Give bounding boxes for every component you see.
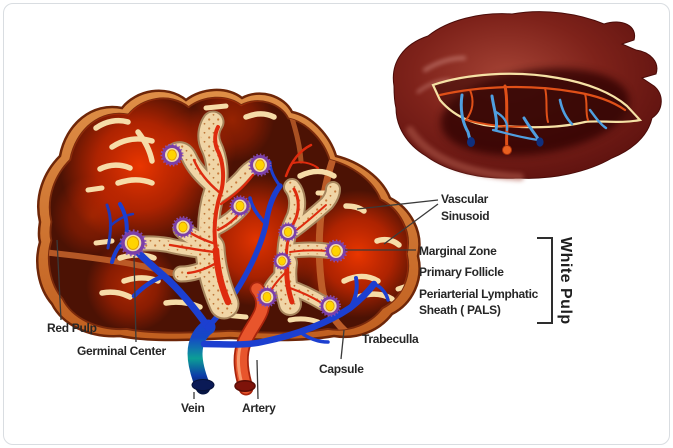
- small-vessels: [105, 143, 319, 250]
- whole-spleen-illustration: [392, 11, 662, 181]
- lymphoid-follicles: [119, 143, 348, 317]
- label-vascular-sinusoid: Vascular Sinusoid: [441, 192, 490, 223]
- label-primary-follicle: Primary Follicle: [419, 265, 504, 279]
- hilum-vein-tip: [467, 137, 475, 147]
- hilum-veins: [459, 93, 608, 142]
- label-trabeculla: Trabeculla: [362, 332, 419, 346]
- label-artery: Artery: [242, 401, 276, 415]
- leader-artery: [256, 359, 259, 400]
- label-red-pulp: Red Pulp: [47, 321, 97, 335]
- hilum-vein-tip-2: [536, 137, 544, 147]
- label-germinal-center: Germinal Center: [77, 344, 166, 358]
- label-capsule: Capsule: [319, 362, 364, 376]
- leader-vascular-sinusoid-2: [383, 203, 439, 245]
- leader-red-pulp: [56, 239, 62, 321]
- spleen-cross-section-illustration: [36, 88, 421, 396]
- white-pulp-bracket: [537, 237, 553, 324]
- label-pals: Periarterial Lymphatic Sheath ( PALS): [419, 287, 539, 317]
- label-marginal-zone: Marginal Zone: [419, 244, 497, 258]
- label-white-pulp: White Pulp: [557, 237, 574, 325]
- marginal-zone-follicle: [324, 239, 348, 263]
- vein-opening: [191, 379, 215, 391]
- label-vein: Vein: [181, 401, 205, 415]
- leader-germinal-center: [133, 255, 137, 343]
- leader-vascular-sinusoid-1: [356, 199, 439, 210]
- white-pulp-structure: [130, 110, 341, 320]
- leader-capsule: [340, 329, 345, 360]
- leader-lines: [56, 199, 439, 400]
- vein-vessel: [200, 276, 390, 348]
- artery-opening: [234, 380, 256, 392]
- central-arteries: [168, 125, 328, 306]
- germinal-center-follicle: [119, 229, 147, 257]
- hilum-artery-stem: [502, 145, 512, 155]
